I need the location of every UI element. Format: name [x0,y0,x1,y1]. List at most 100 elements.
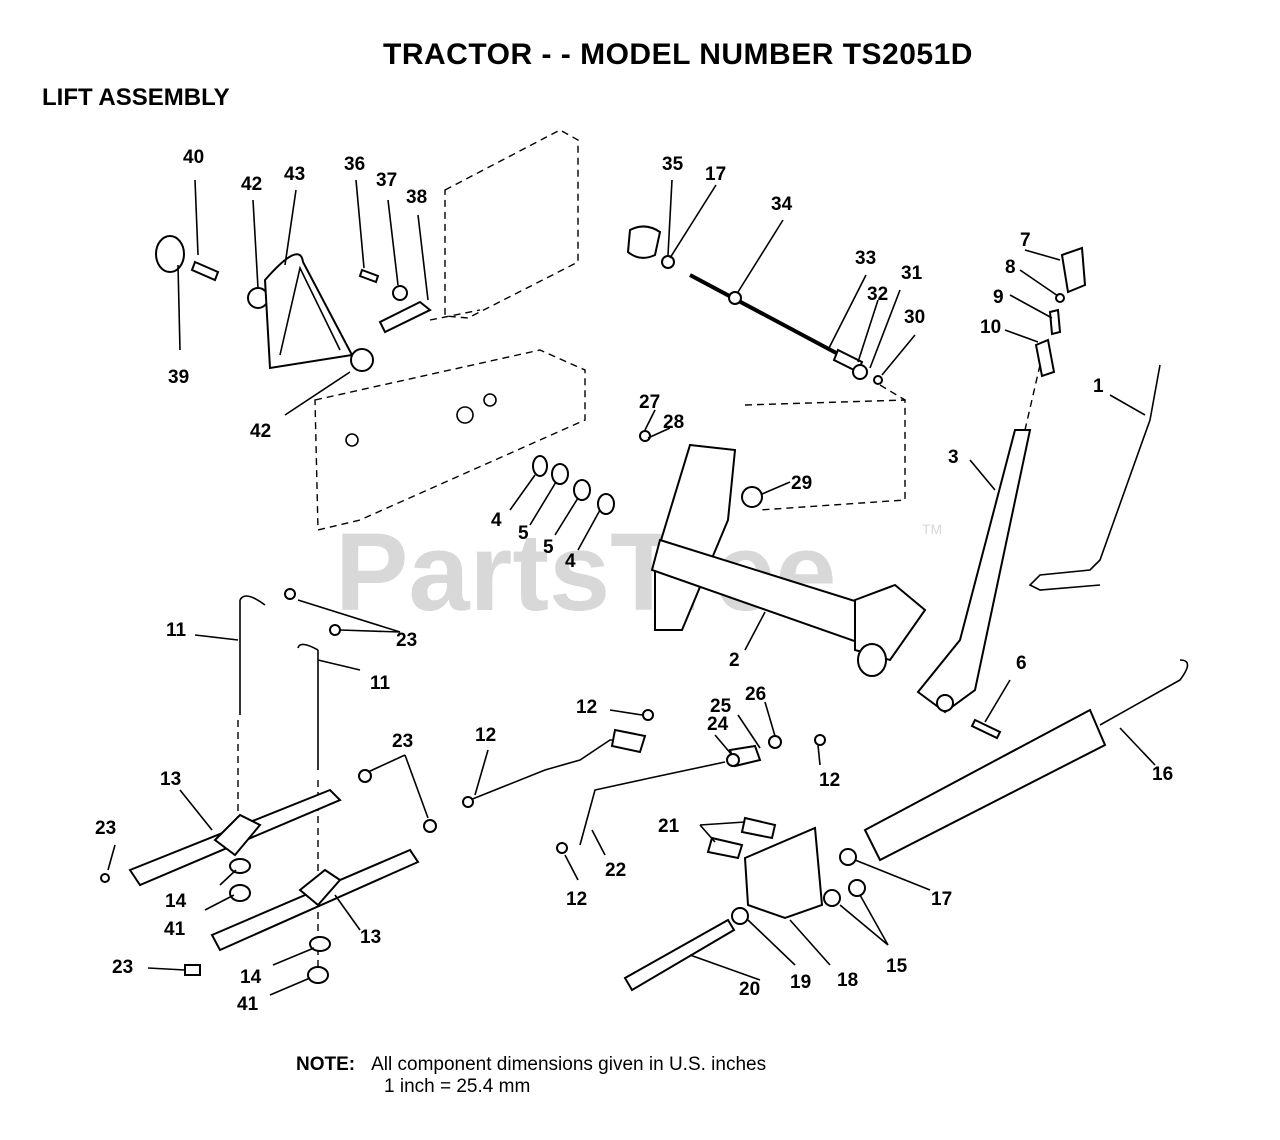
nut-17-upper [661,255,675,269]
callout-14-a: 14 [165,891,187,912]
callout-42-lower: 42 [250,421,271,442]
bolt-21-b [706,836,744,860]
spring-16 [863,708,1107,862]
callout-23-d: 23 [112,957,133,978]
callout-26: 26 [745,684,766,705]
pin-29 [741,486,763,508]
callout-32: 32 [867,284,888,305]
callout-3: 3 [948,447,959,468]
callout-33: 33 [855,248,876,269]
note-line-2: 1 inch = 25.4 mm [384,1076,531,1097]
note-line-1: All component dimensions given in U.S. i… [371,1054,767,1075]
callout-5-a: 5 [518,523,529,544]
nut-41-a [229,884,251,902]
callout-labels: 40 42 43 36 37 38 39 42 35 17 34 33 32 3… [95,147,1173,1015]
callout-28: 28 [663,412,684,433]
callout-43: 43 [284,164,305,185]
nut-15-a [823,889,841,907]
spring-10 [1034,338,1056,378]
callout-2: 2 [729,650,740,671]
pin-23-a [284,588,296,600]
callout-8: 8 [1005,257,1016,278]
clip-12-a [556,842,568,854]
washer-42-lower [350,348,374,372]
callout-18: 18 [837,970,858,991]
frame-chassis [314,349,586,531]
frame-plate [429,129,579,321]
washer-5-a [551,463,569,485]
note-label: NOTE: [296,1054,356,1075]
pin-23-b [329,624,341,636]
callout-11-a: 11 [166,620,187,641]
callout-11-b: 11 [370,673,391,694]
callout-21: 21 [658,816,680,837]
lift-lever-3 [916,429,1032,714]
callout-4-a: 4 [491,510,502,531]
bracket-43 [263,253,354,370]
rod-22 [579,761,726,846]
callout-42: 42 [241,174,262,195]
nut-41-b [307,966,329,984]
callout-30: 30 [904,307,925,328]
button-9 [1048,308,1062,336]
callout-5-b: 5 [543,537,554,558]
callout-34: 34 [771,194,793,215]
rod-12-upper [469,739,625,801]
callout-6: 6 [1016,653,1027,674]
callout-12-b: 12 [576,697,597,718]
callout-41-b: 41 [237,994,259,1015]
washer-14-a [229,858,251,874]
nut-24 [726,753,740,767]
washer-4-b [597,493,615,515]
rod-1 [1028,364,1161,591]
washer-4-a [532,455,548,477]
callout-31: 31 [901,263,923,284]
callout-7: 7 [1020,230,1031,251]
callout-40: 40 [183,147,204,168]
knob-39 [155,235,185,273]
washer-37 [392,285,408,301]
callout-17-lower: 17 [931,889,952,910]
callout-38: 38 [406,187,427,208]
nut-15-b [848,879,866,897]
bolt-6 [970,718,1002,740]
callout-22: 22 [605,860,626,881]
washer-14-b [309,936,331,952]
callout-23-a: 23 [396,630,417,651]
callout-23-b: 23 [392,731,413,752]
callout-12-c: 12 [819,770,840,791]
assembly-subtitle: LIFT ASSEMBLY [42,84,230,111]
callout-29: 29 [791,473,812,494]
callout-9: 9 [993,287,1004,308]
callout-20: 20 [739,979,760,1000]
callout-12-d: 12 [566,889,587,910]
guide-line-29 [744,399,906,511]
page-title: TRACTOR - - MODEL NUMBER TS2051D [383,38,973,71]
clip-12-c [642,709,654,721]
bracket-18 [743,826,824,920]
callout-12-a: 12 [475,725,496,746]
trademark-mark: TM [922,521,942,537]
callout-17-upper: 17 [705,164,726,185]
callout-36: 36 [344,154,365,175]
callout-27: 27 [639,392,660,413]
bolt-40 [190,260,220,282]
washer-31 [852,364,868,380]
callout-41-a: 41 [164,919,186,940]
callout-15: 15 [886,956,908,977]
washer-5-b [573,479,591,501]
pin-23-c [100,873,110,883]
pin-26 [768,735,782,749]
knob-35 [626,225,662,259]
pin-30 [873,375,883,385]
clip-12-b [462,796,474,808]
callout-13-b: 13 [360,927,381,948]
callout-35: 35 [662,154,684,175]
callout-23-c: 23 [95,818,116,839]
callout-14-b: 14 [240,967,262,988]
dimension-note: NOTE: All component dimensions given in U… [296,1054,767,1097]
rod-34 [689,273,841,357]
callout-25: 25 [710,696,732,717]
callout-19: 19 [790,972,811,993]
